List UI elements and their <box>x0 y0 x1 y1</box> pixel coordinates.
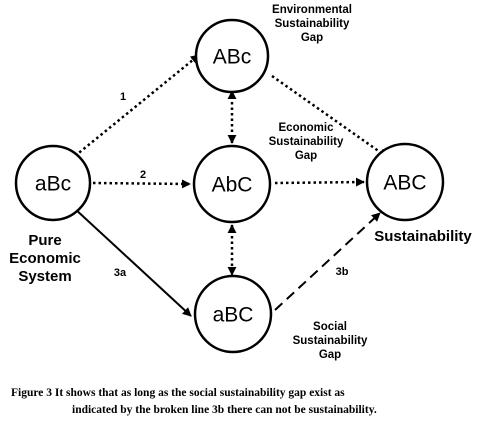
node-right-label: ABC <box>383 172 426 195</box>
sustainability-annotation: Sustainability <box>374 228 472 245</box>
environmental-gap-line1: Environmental <box>272 4 352 16</box>
edge-label-3a: 3a <box>114 267 127 279</box>
economic-gap-line3: Gap <box>295 150 317 162</box>
pure-economic-line1: Pure <box>28 232 61 249</box>
node-bottom: aBC <box>193 274 273 354</box>
social-gap-line2: Sustainability <box>293 335 368 347</box>
environmental-gap-line2: Sustainability <box>275 18 350 30</box>
caption-line1: Figure 3 It shows that as long as the so… <box>11 387 345 399</box>
edge-label-3b: 3b <box>336 266 349 278</box>
node-bottom-label: aBC <box>213 304 254 327</box>
pure-economic-line2: Economic <box>9 250 81 267</box>
node-middle-label: AbC <box>212 174 253 197</box>
edge-1-dotted <box>74 54 200 157</box>
edge-label-1: 1 <box>120 91 126 103</box>
environmental-gap-annotation: Environmental Sustainability Gap <box>272 4 352 44</box>
caption-line2: indicated by the broken line 3b there ca… <box>72 404 377 416</box>
pure-economic-system-annotation: Pure Economic System <box>9 232 81 285</box>
economic-gap-line2: Sustainability <box>269 136 344 148</box>
node-middle: AbC <box>192 144 272 224</box>
node-top: ABc <box>194 18 270 94</box>
social-gap-line3: Gap <box>319 349 341 361</box>
economic-gap-line1: Economic <box>279 122 335 134</box>
edge-2-dotted <box>92 179 191 189</box>
node-left: aBc <box>14 144 92 222</box>
social-gap-annotation: Social Sustainability Gap <box>293 321 368 361</box>
edge-top-to-right-dotted <box>271 74 388 159</box>
social-gap-line1: Social <box>313 321 347 333</box>
edge-3b-dashed <box>274 212 381 311</box>
node-top-label: ABc <box>213 46 252 69</box>
edge-3a-solid <box>73 207 192 317</box>
edge-label-2: 2 <box>140 169 146 181</box>
edge-middle-to-right-dotted <box>274 177 365 187</box>
node-right: ABC <box>365 142 445 222</box>
environmental-gap-line3: Gap <box>301 32 323 44</box>
economic-gap-annotation: Economic Sustainability Gap <box>269 122 344 162</box>
node-left-label: aBc <box>35 173 71 196</box>
pure-economic-line3: System <box>18 268 71 285</box>
